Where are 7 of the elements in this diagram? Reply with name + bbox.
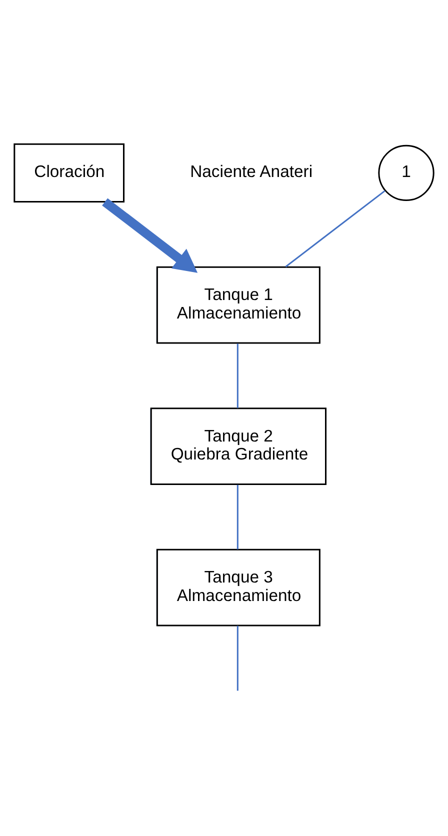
connector	[236, 626, 238, 691]
node-circle: 1	[378, 144, 434, 202]
connector	[285, 190, 386, 268]
connector	[236, 484, 238, 550]
connector	[236, 344, 238, 408]
node-label: Naciente Anateri	[190, 162, 313, 182]
arrow	[102, 198, 198, 273]
